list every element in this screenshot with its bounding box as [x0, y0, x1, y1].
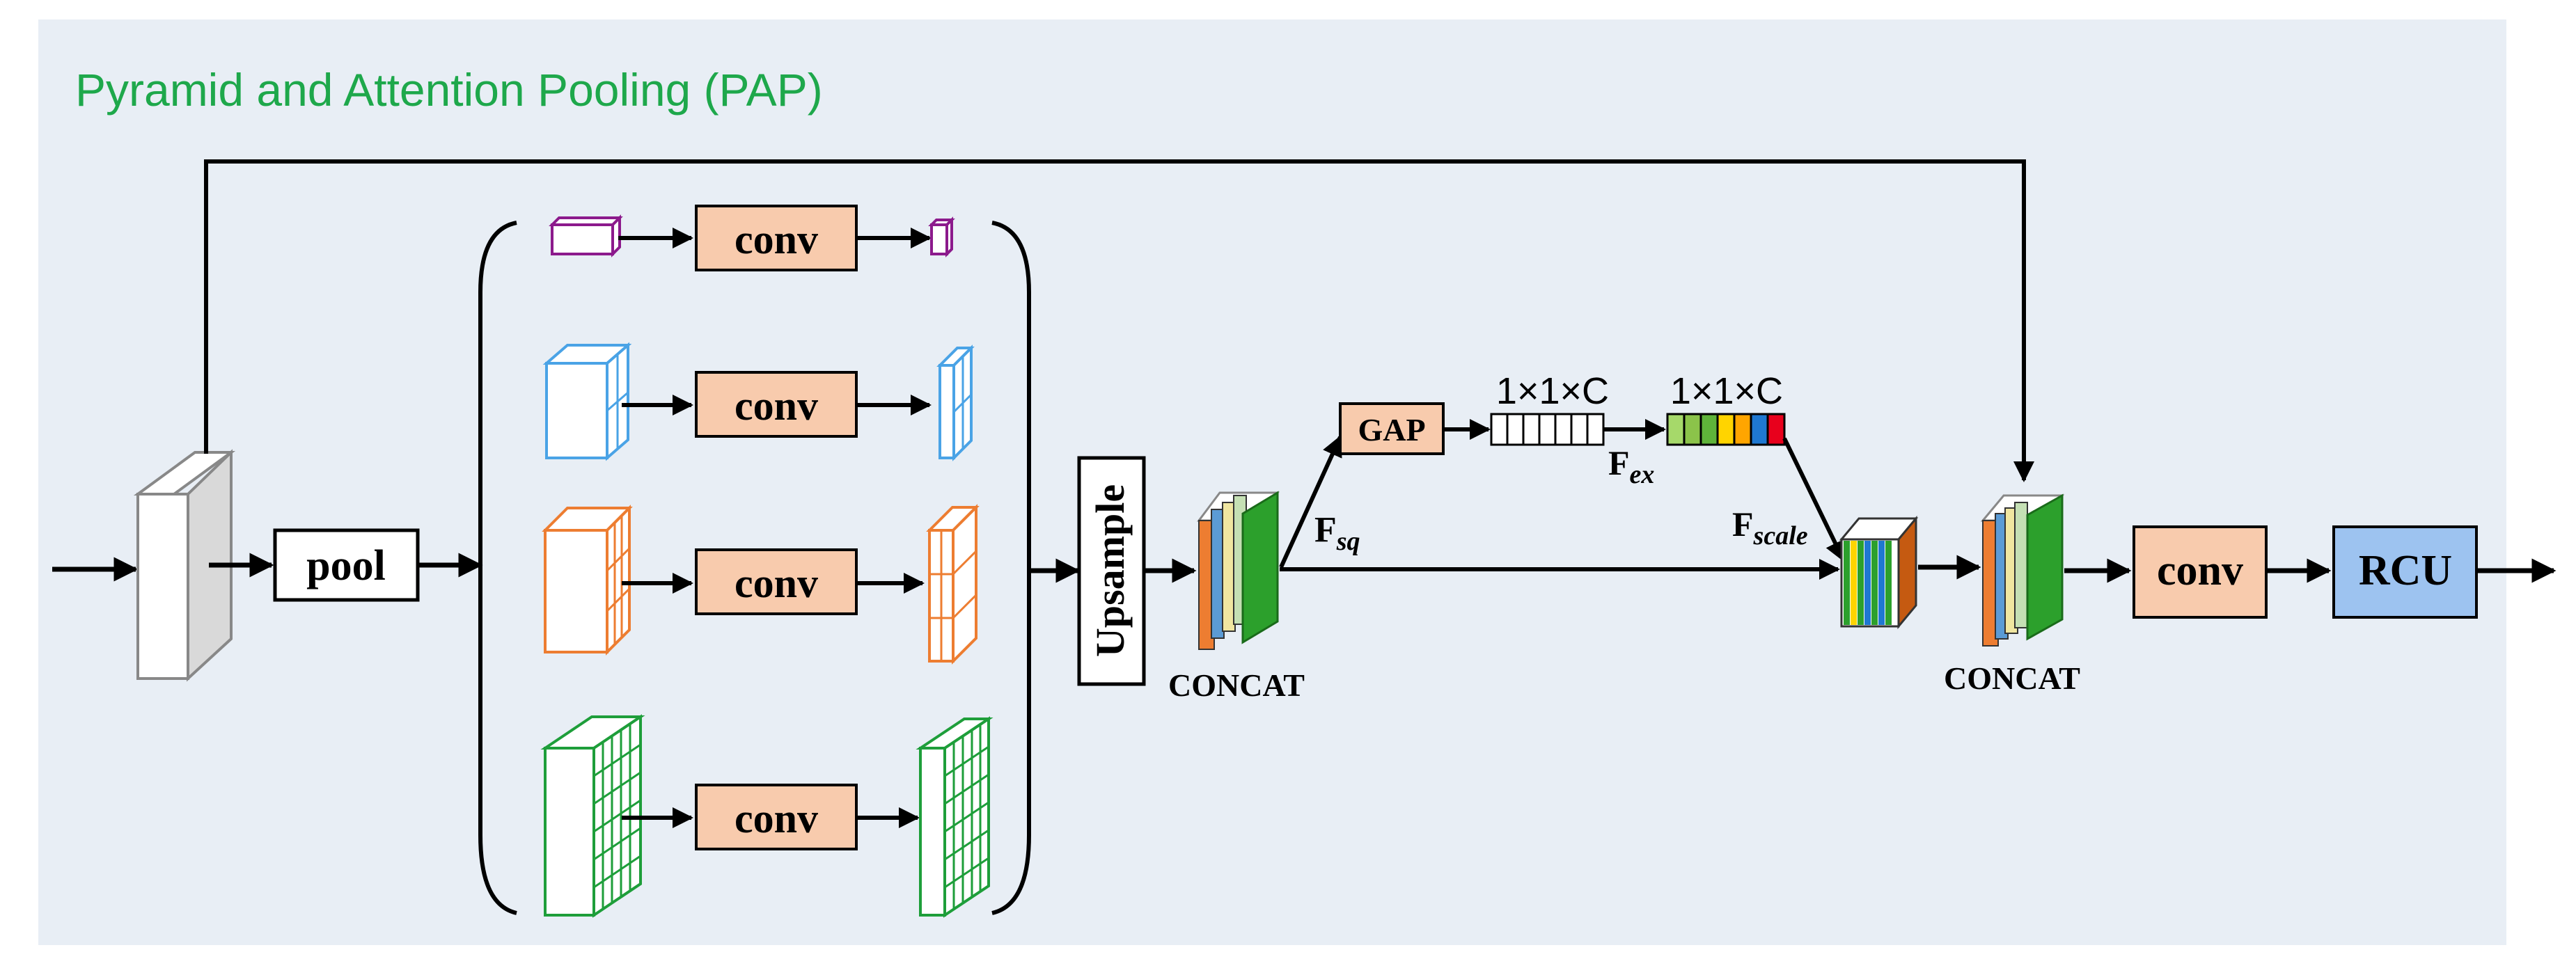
final-conv-box: conv [2133, 525, 2268, 619]
f-scale-sub: scale [1753, 521, 1808, 550]
branch-1-output-feature [928, 216, 955, 257]
arrow-fsq-to-gap [1279, 435, 1342, 569]
gap-box: GAP [1339, 402, 1445, 455]
squeeze-vector [1490, 413, 1605, 446]
scaled-feature-stack [1839, 515, 1919, 630]
branch-3-input-feature [542, 505, 633, 656]
branch-1-input-feature [549, 214, 623, 257]
branch-3-conv-box: conv [695, 548, 858, 615]
squeeze-vector-dim-label: 1×1×C [1496, 370, 1609, 412]
concat-2-stack [1980, 493, 2065, 647]
panel-background [38, 19, 2506, 945]
branch-4-conv-label: conv [735, 795, 818, 841]
branch-4-output-feature [916, 716, 994, 918]
gap-label: GAP [1358, 412, 1425, 447]
f-sq-label: Fsq [1314, 510, 1360, 556]
pool-box: pool [273, 528, 420, 602]
branch-1-conv-box: conv [695, 205, 858, 271]
pool-label: pool [306, 542, 386, 589]
concat-2-label: CONCAT [1944, 660, 2080, 696]
branch-2-conv-box: conv [695, 371, 858, 438]
branch-1-conv-label: conv [735, 216, 818, 262]
concat-1-stack [1197, 491, 1280, 650]
branch-2-output-feature [936, 344, 975, 461]
branch-4-conv-box: conv [695, 784, 858, 850]
arrow-excite-to-scale [1782, 437, 1846, 562]
upsample-label: Upsample [1087, 484, 1133, 657]
pyramid-left-bracket [478, 221, 517, 915]
concat-1-label: CONCAT [1168, 667, 1305, 703]
branch-4-input-feature [540, 714, 645, 918]
f-ex-main: F [1608, 443, 1630, 482]
f-sq-sub: sq [1336, 527, 1360, 556]
f-sq-main: F [1314, 510, 1337, 550]
pyramid-right-bracket [991, 221, 1031, 915]
final-conv-label: conv [2157, 547, 2243, 594]
upsample-box: Upsample [1077, 456, 1146, 686]
branch-2-input-feature [542, 342, 632, 461]
rcu-box: RCU [2332, 525, 2478, 619]
excite-vector [1666, 413, 1786, 446]
branch-3-output-feature [926, 504, 980, 665]
branch-2-conv-label: conv [735, 383, 818, 429]
f-ex-label: Fex [1608, 443, 1654, 489]
f-scale-label: Fscale [1732, 505, 1808, 550]
f-scale-main: F [1732, 505, 1754, 544]
f-ex-sub: ex [1630, 460, 1655, 489]
rcu-label: RCU [2359, 547, 2452, 594]
skip-connection-arrow [204, 159, 2034, 482]
excite-vector-dim-label: 1×1×C [1670, 370, 1783, 412]
branch-3-conv-label: conv [735, 560, 818, 606]
diagram-title: Pyramid and Attention Pooling (PAP) [75, 64, 823, 116]
